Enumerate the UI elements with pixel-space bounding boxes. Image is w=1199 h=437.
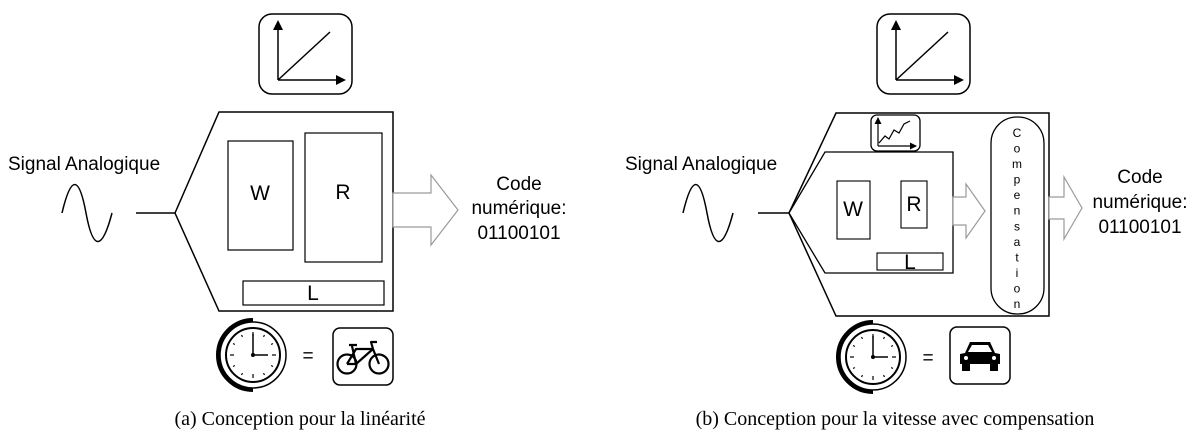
output-numeric-label: numérique: — [1092, 192, 1187, 213]
clock-tick — [262, 372, 266, 376]
compensation-letter: n — [1014, 297, 1021, 311]
output-numeric-label: numérique: — [471, 198, 566, 219]
linear-plot-icon — [258, 13, 353, 95]
clock-tick — [232, 364, 236, 368]
compensation-letter: n — [1014, 204, 1021, 218]
compensation-input-arrow — [952, 182, 986, 240]
clock-tick — [890, 344, 894, 348]
caption: (b) Conception pour la vitesse avec comp… — [696, 408, 1095, 430]
compensation-letter: o — [1014, 142, 1021, 156]
block-l — [876, 252, 944, 271]
output-binary-value: 01100101 — [477, 223, 560, 244]
clock-tick — [860, 374, 864, 378]
clock-icon — [216, 318, 287, 392]
caption: (a) Conception pour la linéarité — [174, 408, 425, 430]
clock-tick — [890, 366, 894, 370]
block-r — [304, 132, 383, 263]
sine-wave-icon — [682, 183, 734, 243]
equals-sign: = — [922, 348, 933, 369]
block-w — [227, 140, 294, 251]
clock-tick — [852, 344, 856, 348]
compensation-block — [990, 116, 1045, 315]
equals-sign: = — [302, 346, 313, 367]
clock-tick — [882, 336, 886, 340]
block-r — [900, 180, 928, 229]
figure-a: Signal Analogique W R L Code numérique: … — [8, 13, 567, 430]
clock-icon — [836, 320, 907, 394]
clock-tick — [270, 342, 274, 346]
block-w-label: W — [250, 182, 270, 205]
car-icon — [949, 326, 1011, 385]
compensation-letter: p — [1014, 173, 1021, 187]
block-r-label: R — [906, 193, 921, 216]
block-l-label: L — [904, 251, 916, 274]
block-w-label: W — [843, 198, 863, 221]
compensation-letter: t — [1015, 250, 1019, 264]
input-label: Signal Analogique — [8, 154, 160, 175]
input-label: Signal Analogique — [625, 154, 777, 175]
clock-tick — [882, 374, 886, 378]
clock-tick — [240, 334, 244, 338]
nonlinear-plot-icon — [870, 114, 921, 152]
output-binary-value: 01100101 — [1098, 217, 1181, 238]
sine-wave-icon — [61, 183, 113, 243]
clock-tick — [240, 372, 244, 376]
compensation-letter: e — [1014, 188, 1021, 202]
compensation-letter: o — [1014, 281, 1021, 295]
block-l-label: L — [307, 282, 319, 305]
block-w — [836, 180, 871, 240]
linear-plot-icon — [876, 13, 971, 95]
compensation-letter: m — [1012, 157, 1022, 171]
clock-tick — [262, 334, 266, 338]
clock-tick — [852, 366, 856, 370]
clock-tick — [270, 364, 274, 368]
block-r-label: R — [335, 181, 350, 204]
output-code-label: Code — [1117, 167, 1162, 188]
output-arrow — [1048, 174, 1083, 242]
bicycle-icon — [332, 327, 394, 386]
compensation-letter: C — [1013, 126, 1022, 140]
clock-tick — [232, 342, 236, 346]
compensation-letter: a — [1014, 235, 1021, 249]
block-l — [242, 280, 385, 306]
compensation-letter: i — [1016, 266, 1019, 280]
output-arrow — [392, 173, 459, 247]
output-code-label: Code — [496, 174, 541, 195]
compensation-letter: s — [1014, 219, 1020, 233]
clock-tick — [860, 336, 864, 340]
